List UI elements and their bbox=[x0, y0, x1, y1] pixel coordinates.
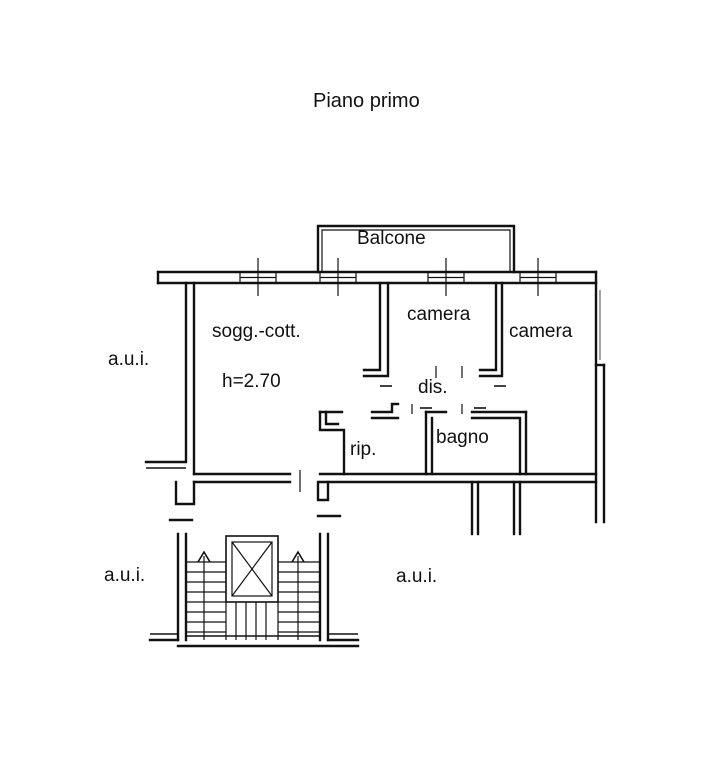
room-label-disimpegno: dis. bbox=[418, 377, 448, 398]
balcony-outline bbox=[316, 224, 516, 274]
left-exterior-wall bbox=[144, 281, 196, 476]
room-label-bagno: bagno bbox=[436, 427, 489, 448]
lower-right-partitions bbox=[470, 480, 522, 536]
interior-walls-bagno bbox=[318, 402, 528, 476]
plan-title: Piano primo bbox=[313, 90, 420, 112]
bottom-wall bbox=[168, 470, 598, 522]
room-label-camera-1: camera bbox=[407, 304, 471, 325]
stair-core bbox=[148, 532, 360, 648]
room-label-ripostiglio: rip. bbox=[350, 439, 377, 460]
interior-walls-camera bbox=[362, 281, 506, 387]
room-height-label: h=2.70 bbox=[222, 371, 281, 392]
room-label-camera-2: camera bbox=[509, 321, 573, 342]
adjacent-label-left-upper: a.u.i. bbox=[108, 349, 150, 370]
windows-top bbox=[239, 258, 557, 296]
adjacent-label-right-lower: a.u.i. bbox=[396, 566, 438, 587]
adjacent-label-left-lower: a.u.i. bbox=[104, 565, 146, 586]
right-exterior-wall bbox=[594, 281, 606, 524]
room-label-balcone: Balcone bbox=[357, 228, 426, 249]
room-label-soggiorno: sogg.-cott. bbox=[212, 321, 301, 342]
